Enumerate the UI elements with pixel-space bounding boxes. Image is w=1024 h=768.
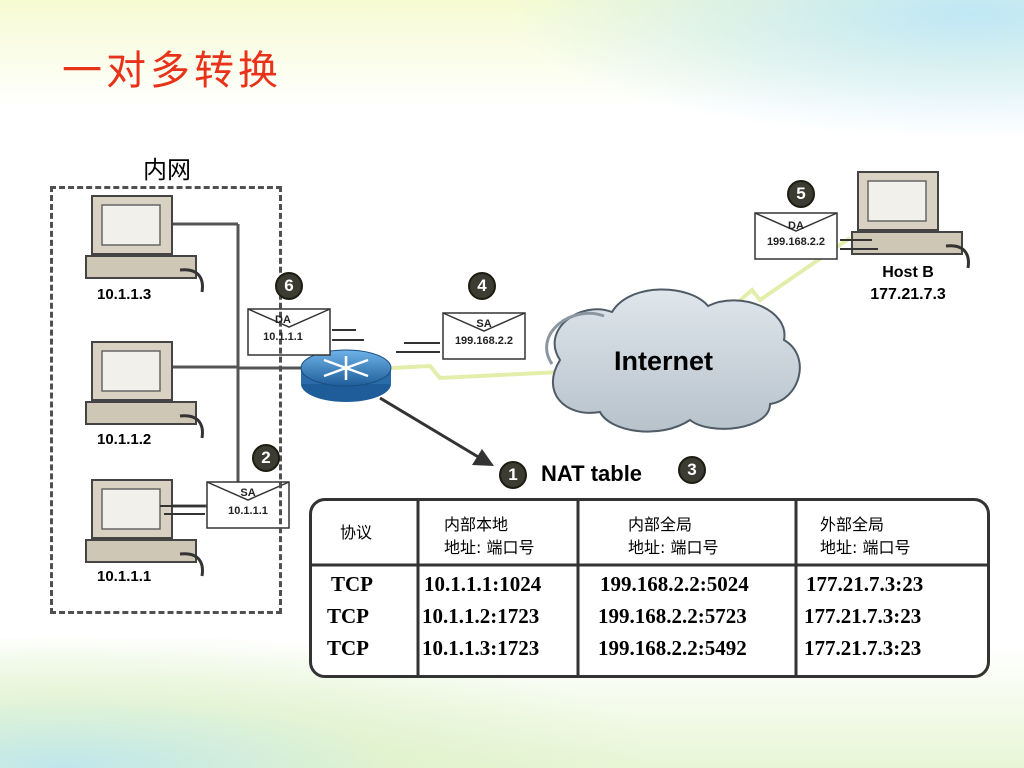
background-glow-top — [504, 0, 1024, 140]
header-inside-local-l1: 内部本地 — [444, 515, 509, 534]
packet-6-address: 10.1.1.1 — [263, 331, 303, 343]
header-protocol: 协议 — [340, 523, 373, 542]
header-outside-global-l2: 地址: 端口号 — [820, 538, 911, 557]
pc-ip-label-3: 10.1.1.3 — [97, 286, 152, 303]
header-outside-global-l1: 外部全局 — [820, 515, 885, 534]
packet-envelope-2 — [160, 481, 290, 529]
step-badge-4: 4 — [468, 272, 496, 300]
header-inside-local-l2: 地址: 端口号 — [444, 538, 535, 557]
pc-ip-label-2: 10.1.1.2 — [97, 431, 152, 448]
packet-envelope-6 — [247, 308, 364, 356]
step-badge-2: 2 — [252, 444, 280, 472]
packet-envelope-5 — [754, 212, 878, 260]
row-2-inside-local: 10.1.1.2:1723 — [422, 604, 540, 628]
packet-6-field: DA — [275, 314, 291, 326]
pc-icon-middle — [85, 341, 204, 439]
nat-table: 协议 内部本地 地址: 端口号 内部全局 地址: 端口号 外部全局 地址: 端口… — [309, 498, 990, 678]
header-inside-global-l2: 地址: 端口号 — [628, 538, 719, 557]
packet-5-field: DA — [788, 220, 804, 232]
lan-wiring — [170, 222, 305, 508]
header-inside-global-l1: 内部全局 — [628, 515, 693, 534]
row-3-inside-global: 199.168.2.2:5492 — [598, 636, 747, 660]
inner-network-label: 内网 — [143, 156, 191, 184]
row-2-outside-global: 177.21.7.3:23 — [804, 604, 922, 628]
row-1-inside-local: 10.1.1.1:1024 — [424, 572, 542, 596]
slide-title: 一对多转换 — [62, 48, 282, 94]
inner-network-boundary — [50, 186, 282, 614]
row-2-inside-global: 199.168.2.2:5723 — [598, 604, 747, 628]
row-1-protocol: TCP — [331, 572, 373, 596]
host-b-ip: 177.21.7.3 — [870, 286, 946, 303]
row-1-inside-global: 199.168.2.2:5024 — [600, 572, 749, 596]
packet-5-address: 199.168.2.2 — [766, 236, 826, 248]
step-badge-1: 1 — [499, 461, 527, 489]
nat-table-grid — [312, 501, 987, 675]
step-badge-6: 6 — [275, 272, 303, 300]
pc-icon-top — [85, 195, 204, 293]
router-to-nat-arrow — [379, 396, 494, 466]
host-b-icon — [851, 171, 970, 269]
host-b-name: Host B — [882, 264, 934, 281]
packet-envelope-4 — [396, 312, 526, 360]
row-3-inside-local: 10.1.1.3:1723 — [422, 636, 540, 660]
internet-cloud — [545, 288, 801, 433]
step-badge-3: 3 — [678, 456, 706, 484]
packet-2-address: 10.1.1.1 — [228, 505, 268, 517]
pc-ip-label-1: 10.1.1.1 — [97, 568, 152, 585]
row-3-outside-global: 177.21.7.3:23 — [804, 636, 922, 660]
packet-4-field: SA — [476, 318, 492, 330]
row-1-outside-global: 177.21.7.3:23 — [806, 572, 924, 596]
packet-4-address: 199.168.2.2 — [454, 335, 514, 347]
wan-link-router — [391, 363, 561, 381]
row-2-protocol: TCP — [327, 604, 369, 628]
router-icon — [300, 349, 392, 402]
pc-icon-bottom — [85, 479, 204, 577]
step-badge-5: 5 — [787, 180, 815, 208]
packet-2-field: SA — [240, 487, 256, 499]
row-3-protocol: TCP — [327, 636, 369, 660]
nat-table-title: NAT table — [541, 461, 643, 486]
internet-label: Internet — [614, 346, 714, 376]
